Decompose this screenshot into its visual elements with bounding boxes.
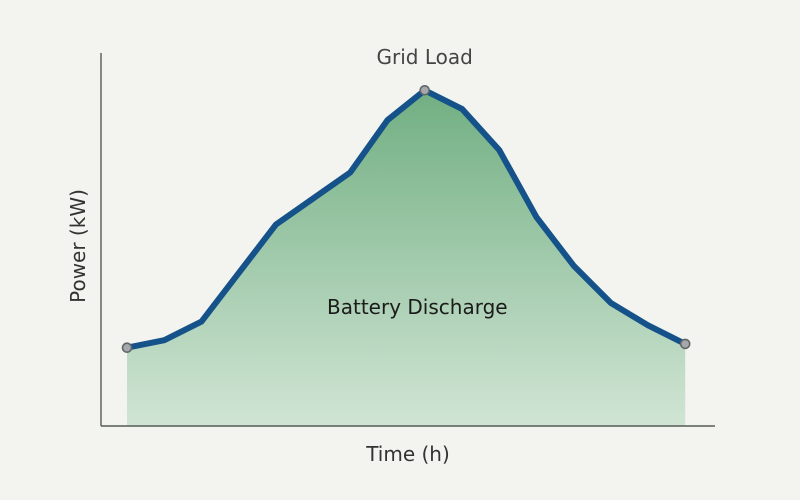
point-marker [121,342,133,354]
y-axis-title: Power (kW) [66,189,90,303]
point-markers [121,85,691,354]
point-marker [419,85,431,96]
x-axis-title: Time (h) [365,442,450,466]
series-area-fill [127,90,686,427]
series-line [124,87,689,351]
annotation-grid-load: Grid Load [377,45,473,69]
point-marker [679,338,691,350]
annotation-battery-discharge: Battery Discharge [327,295,508,319]
